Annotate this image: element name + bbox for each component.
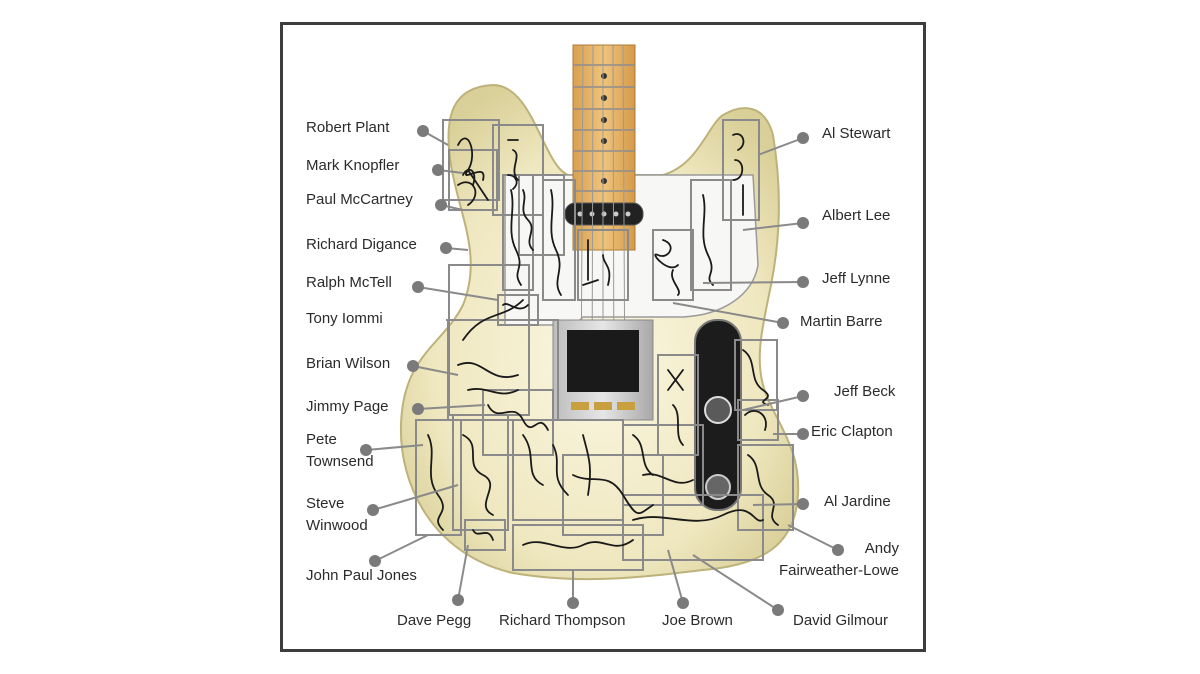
jack-socket [705, 474, 731, 500]
label-joe-brown: Joe Brown [662, 612, 733, 629]
label-tony-iommi: Tony Iommi [306, 310, 383, 327]
label-richard-digance: Richard Digance [306, 236, 417, 253]
label-andy-fairweather-lowe: Andy Fairweather-Lowe [764, 538, 899, 582]
label-pete-townsend-line2: Townsend [306, 453, 374, 470]
label-paul-mccartney: Paul McCartney [306, 191, 413, 208]
signature-boxes [415, 119, 794, 571]
diagram-frame [280, 22, 926, 652]
label-albert-lee: Albert Lee [822, 207, 891, 224]
label-eric-clapton: Eric Clapton [811, 423, 893, 440]
label-steve-winwood: Steve Winwood [306, 493, 368, 537]
label-pete-townsend: Pete Townsend [306, 429, 374, 473]
label-brian-wilson: Brian Wilson [306, 355, 391, 372]
label-andy-line1: Andy [864, 540, 899, 557]
signature-scribbles [427, 133, 779, 549]
label-steve-winwood-line2: Winwood [306, 517, 368, 534]
tone-knob [704, 396, 732, 424]
label-al-jardine: Al Jardine [824, 493, 891, 510]
label-richard-thompson: Richard Thompson [499, 612, 626, 629]
label-pete-townsend-line1: Pete [306, 431, 337, 448]
label-john-paul-jones: John Paul Jones [306, 567, 417, 584]
label-robert-plant: Robert Plant [306, 119, 390, 136]
bridge-pickup [567, 330, 639, 392]
guitar-illustration [360, 44, 844, 616]
label-jeff-beck: Jeff Beck [834, 383, 896, 400]
label-martin-barre: Martin Barre [800, 313, 883, 330]
saddles [571, 402, 635, 410]
label-dave-pegg: Dave Pegg [397, 612, 472, 629]
callout-markers [360, 125, 844, 616]
label-al-stewart: Al Stewart [822, 125, 891, 142]
label-david-gilmour: David Gilmour [793, 612, 889, 629]
label-mark-knopfler: Mark Knopfler [306, 157, 400, 174]
label-jimmy-page: Jimmy Page [306, 398, 389, 415]
label-andy-line2: Fairweather-Lowe [778, 562, 899, 579]
label-ralph-mctell: Ralph McTell [306, 274, 392, 291]
label-steve-winwood-line1: Steve [306, 495, 345, 512]
label-jeff-lynne: Jeff Lynne [822, 270, 891, 287]
